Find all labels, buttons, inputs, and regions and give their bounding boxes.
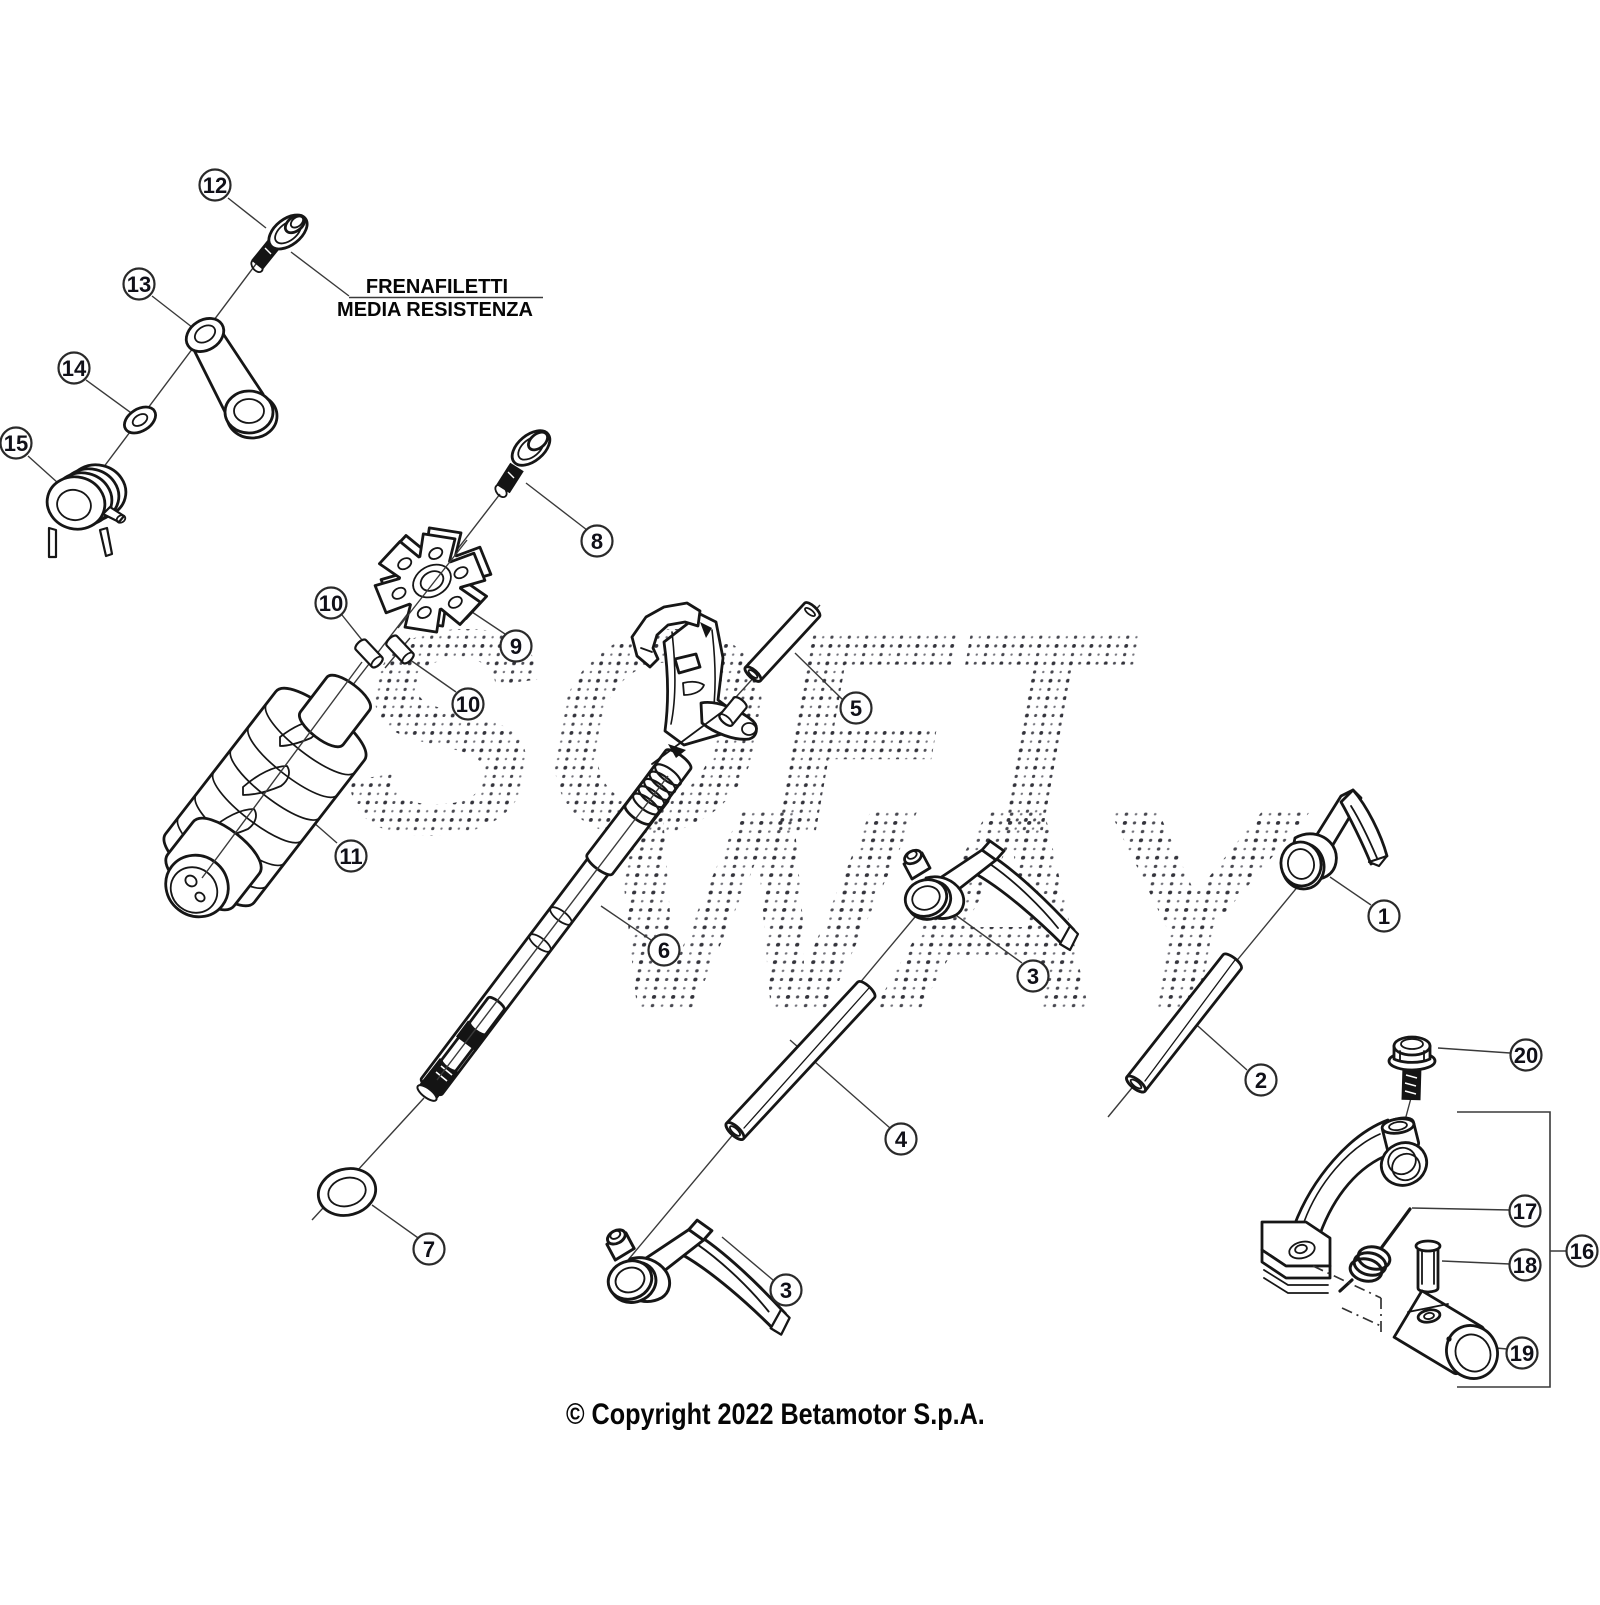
- svg-text:3: 3: [780, 1278, 792, 1303]
- svg-text:13: 13: [127, 272, 151, 297]
- svg-text:10: 10: [456, 692, 480, 717]
- svg-text:8: 8: [591, 529, 603, 554]
- svg-text:FRENAFILETTI: FRENAFILETTI: [366, 276, 508, 298]
- svg-text:14: 14: [62, 356, 87, 381]
- svg-text:18: 18: [1513, 1253, 1537, 1278]
- svg-text:16: 16: [1570, 1239, 1594, 1264]
- svg-text:7: 7: [423, 1237, 435, 1262]
- svg-text:5: 5: [850, 696, 862, 721]
- svg-text:12: 12: [203, 173, 227, 198]
- svg-text:17: 17: [1513, 1199, 1537, 1224]
- svg-text:20: 20: [1514, 1043, 1538, 1068]
- svg-text:3: 3: [1027, 964, 1039, 989]
- svg-text:© Copyright 2022 Betamotor S.p: © Copyright 2022 Betamotor S.p.A.: [566, 1397, 985, 1431]
- svg-text:4: 4: [895, 1127, 908, 1152]
- svg-text:6: 6: [658, 938, 670, 963]
- svg-text:10: 10: [319, 591, 343, 616]
- svg-text:11: 11: [339, 844, 362, 869]
- svg-text:MEDIA RESISTENZA: MEDIA RESISTENZA: [337, 299, 533, 321]
- svg-text:2: 2: [1255, 1068, 1267, 1093]
- svg-text:1: 1: [1378, 904, 1390, 929]
- svg-text:15: 15: [4, 431, 28, 456]
- svg-text:19: 19: [1510, 1341, 1534, 1366]
- svg-text:9: 9: [510, 634, 522, 659]
